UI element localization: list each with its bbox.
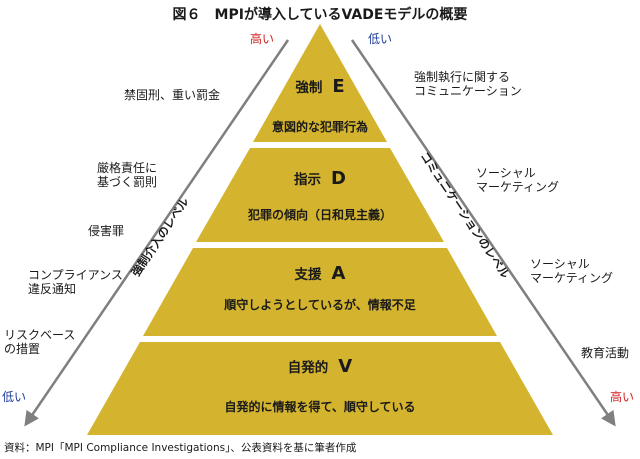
right-label-social-marketing-1-line1: ソーシャル xyxy=(476,166,536,180)
figure-title: 図６ MPIが導入しているVADEモデルの概要 xyxy=(172,7,468,23)
right-label-social-marketing-1-line2: マーケティング xyxy=(476,180,560,194)
tier-v-shape xyxy=(87,342,553,435)
right-label-social-marketing-2: ソーシャル マーケティング xyxy=(530,257,613,285)
left-label-strict-liability: 厳格責任に 基づく罰則 xyxy=(97,161,157,189)
tier-d-desc: 犯罪の傾向（日和見主義） xyxy=(247,208,393,222)
right-label-enforcement-comm: 強制執行に関する コミュニケーション xyxy=(414,70,522,98)
left-label-infringement: 侵害罪 xyxy=(88,224,125,238)
tier-v-heading: 自発的 V xyxy=(288,356,352,377)
right-label-social-marketing-2-line1: ソーシャル xyxy=(530,257,590,271)
tier-v-letter: V xyxy=(338,356,353,377)
tier-a-desc: 順守しようとしているが、情報不足 xyxy=(224,298,416,312)
left-label-risk-based-line1: リスクベース xyxy=(4,328,76,342)
left-label-compliance-notice-line2: 違反通知 xyxy=(28,282,77,296)
left-axis-arrow xyxy=(24,39,290,427)
right-label-social-marketing-1: ソーシャル マーケティング xyxy=(476,166,559,194)
left-label-imprisonment: 禁固刑、重い罰金 xyxy=(124,88,221,102)
right-label-enforcement-comm-line2: コミュニケーション xyxy=(414,84,522,98)
source-note: 資料：MPI「MPI Compliance Investigations」、公表… xyxy=(4,442,357,454)
left-label-risk-based: リスクベース の措置 xyxy=(4,328,75,356)
tier-d-name: 指示 xyxy=(294,172,322,188)
tier-e-shape xyxy=(253,24,387,142)
tier-e-heading: 強制 E xyxy=(295,76,344,97)
tier-e-name: 強制 xyxy=(295,80,323,96)
tier-v-name: 自発的 xyxy=(287,360,329,376)
tier-e-letter: E xyxy=(332,76,345,97)
left-label-risk-based-line2: の措置 xyxy=(4,342,41,356)
tier-d-letter: D xyxy=(331,168,346,189)
right-label-enforcement-comm-line1: 強制執行に関する xyxy=(414,70,511,84)
left-label-strict-liability-line2: 基づく罰則 xyxy=(97,175,158,189)
tier-a-name: 支援 xyxy=(294,267,322,283)
right-axis-bottom-label: 高い xyxy=(610,390,635,404)
left-axis-top-label: 高い xyxy=(250,32,275,46)
tier-a-letter: A xyxy=(331,263,346,284)
left-label-compliance-notice-line1: コンプライアンス xyxy=(28,268,123,282)
right-axis-arrow xyxy=(350,39,616,427)
tier-d-heading: 指示 D xyxy=(294,168,346,189)
tier-a-heading: 支援 A xyxy=(295,263,346,284)
left-label-strict-liability-line1: 厳格責任に xyxy=(97,161,158,175)
left-axis-bottom-label: 低い xyxy=(2,390,27,404)
tier-a-shape xyxy=(143,248,497,336)
tier-v-desc: 自発的に情報を得て、順守している xyxy=(224,400,416,414)
right-label-education: 教育活動 xyxy=(581,346,630,360)
tier-e-desc: 意図的な犯罪行為 xyxy=(271,120,369,134)
right-label-social-marketing-2-line2: マーケティング xyxy=(530,271,614,285)
left-label-compliance-notice: コンプライアンス 違反通知 xyxy=(28,268,123,296)
tier-d-shape xyxy=(196,148,444,242)
right-axis-top-label: 低い xyxy=(368,32,393,46)
